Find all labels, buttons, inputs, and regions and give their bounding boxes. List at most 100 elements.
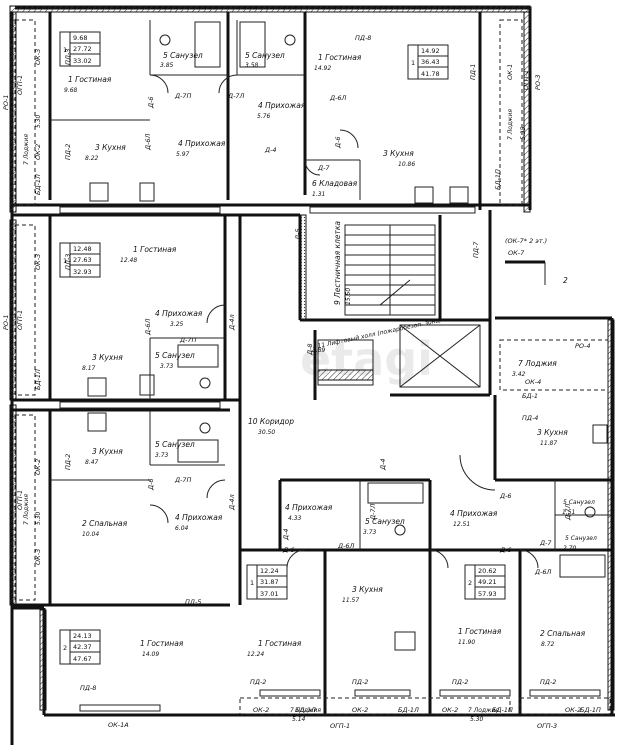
tag: ОГП-1	[16, 490, 24, 510]
tag: Д-4л	[228, 314, 236, 331]
room-area: 4.33	[288, 515, 302, 522]
room-area: 3.89	[312, 347, 326, 354]
room-name: 7 Лоджия	[290, 707, 321, 714]
tag: Д-6	[499, 492, 512, 500]
tag: РО-4	[575, 342, 591, 350]
tag: ОК-7	[508, 249, 525, 257]
room-name: 9 Лестничная клетка	[333, 221, 342, 305]
tag: Д-6Л	[337, 542, 355, 550]
tag: ПД-2	[452, 678, 468, 686]
room-area: 5.76	[257, 113, 271, 120]
tag: Д-4л	[228, 494, 236, 511]
room-area: 10.04	[82, 531, 99, 538]
doors	[149, 74, 539, 569]
svg-text:14.92: 14.92	[421, 47, 440, 55]
room-area: 12.51	[453, 521, 470, 528]
tag: ПД-8	[80, 684, 96, 692]
room-name: 5 Санузел	[245, 51, 285, 60]
tag: ПД-2	[64, 454, 72, 470]
room-name: 3 Кухня	[352, 585, 383, 594]
room-area: 12.48	[120, 257, 137, 264]
room-name: 1 Гостиная	[140, 639, 184, 648]
room-name: 4 Прихожая	[178, 139, 226, 148]
svg-text:41.78: 41.78	[421, 70, 440, 78]
svg-text:2: 2	[468, 579, 472, 587]
tag: Д-7	[317, 164, 330, 172]
tag: Д-7П	[179, 336, 197, 344]
svg-text:1: 1	[411, 59, 415, 67]
tag: ПД-5	[185, 598, 201, 606]
room-area: 3.58	[245, 62, 259, 69]
stair-core	[299, 214, 481, 388]
room-name: 3 Кухня	[383, 149, 414, 158]
tag: Д-6Л	[534, 568, 552, 576]
room-area: 3.25	[170, 321, 184, 328]
tag: ОК-1А	[108, 721, 129, 729]
room-area: 8.72	[541, 641, 555, 648]
room-name: 7 Лоджия	[518, 359, 557, 368]
room-name: 1 Гостиная	[68, 75, 112, 84]
room-area: 11.57	[342, 597, 359, 604]
room-name: 6 Кладовая	[312, 179, 358, 188]
room-area: 11.90	[458, 639, 475, 646]
room-name: 3 Кухня	[537, 428, 568, 437]
windows	[14, 19, 611, 715]
tag: Д-6	[147, 96, 155, 109]
tag: Д-4	[379, 458, 387, 471]
tag: ПД-8	[355, 34, 371, 42]
room-area: 5.97	[176, 151, 190, 158]
room-area: 5.35	[520, 126, 527, 140]
tag: БД-1П	[494, 169, 502, 190]
section-number: 2	[563, 276, 568, 285]
apartment-box-a6: 2 24.13 42.37 47.67	[59, 629, 101, 665]
apartment-box-a4: 1 12.24 31.87 37.01	[246, 564, 288, 600]
room-area: 3.42	[512, 371, 526, 378]
tag: ПД-7	[472, 241, 480, 258]
tag: БД-1Л	[398, 706, 419, 714]
svg-text:1: 1	[63, 46, 67, 54]
room-name: 2 Спальная	[82, 519, 128, 528]
apartment-box-a1: 1 9.68 27.72 33.02	[59, 31, 101, 67]
tag: БД-1Л	[34, 174, 42, 195]
tag: Д-5	[294, 228, 302, 241]
tag: ОГП-1	[522, 70, 530, 90]
svg-text:27.63: 27.63	[73, 256, 92, 264]
room-name: 4 Прихожая	[155, 309, 203, 318]
room-name: 5 Санузел	[163, 51, 203, 60]
room-name: 4 Прихожая	[175, 513, 223, 522]
tag: Д-4	[282, 528, 290, 541]
room-name: 3 Кухня	[92, 353, 123, 362]
tag: ПД-2	[64, 144, 72, 160]
tag: Д-7Л	[369, 503, 377, 521]
svg-text:9.68: 9.68	[73, 34, 87, 42]
room-name: 7 Лоджия	[23, 134, 30, 165]
svg-text:37.01: 37.01	[260, 590, 279, 598]
tag: Д-6Л	[144, 133, 152, 151]
room-name: 1 Гостиная	[258, 639, 302, 648]
room-area: 3.73	[363, 529, 377, 536]
svg-text:12.48: 12.48	[73, 245, 92, 253]
apartment-box-a2: 1 14.92 36.43 41.78	[407, 44, 449, 80]
apartment-box-a3: 1 12.48 27.63 32.93	[59, 242, 101, 278]
room-name: 5 Санузел	[155, 440, 195, 449]
interior-walls	[12, 12, 612, 715]
svg-text:33.02: 33.02	[73, 57, 92, 65]
opening-tags: ПД-8 ПД-8 ПД-3 ПД-3 ПД-2 ПД-2 ПД-2 ПД-2 …	[2, 34, 601, 730]
room-area: 5.30	[35, 114, 42, 128]
svg-text:12.24: 12.24	[260, 567, 279, 575]
svg-text:47.67: 47.67	[73, 655, 92, 663]
tag: ОГП-1	[16, 310, 24, 330]
room-area: 3.73	[155, 452, 169, 459]
room-name: 3 Кухня	[92, 447, 123, 456]
tag: Д-6	[499, 546, 512, 554]
svg-text:27.72: 27.72	[73, 45, 92, 53]
tag: ОК-1	[506, 64, 514, 80]
tag: БД-1Л	[295, 706, 316, 714]
room-area: 5.14	[292, 716, 306, 723]
tag: Д-7П	[174, 476, 192, 484]
svg-text:49.21: 49.21	[478, 578, 497, 586]
room-area: 30.50	[258, 429, 275, 436]
room-name: 1 Гостиная	[133, 245, 177, 254]
tag: ПД-3	[64, 49, 72, 65]
